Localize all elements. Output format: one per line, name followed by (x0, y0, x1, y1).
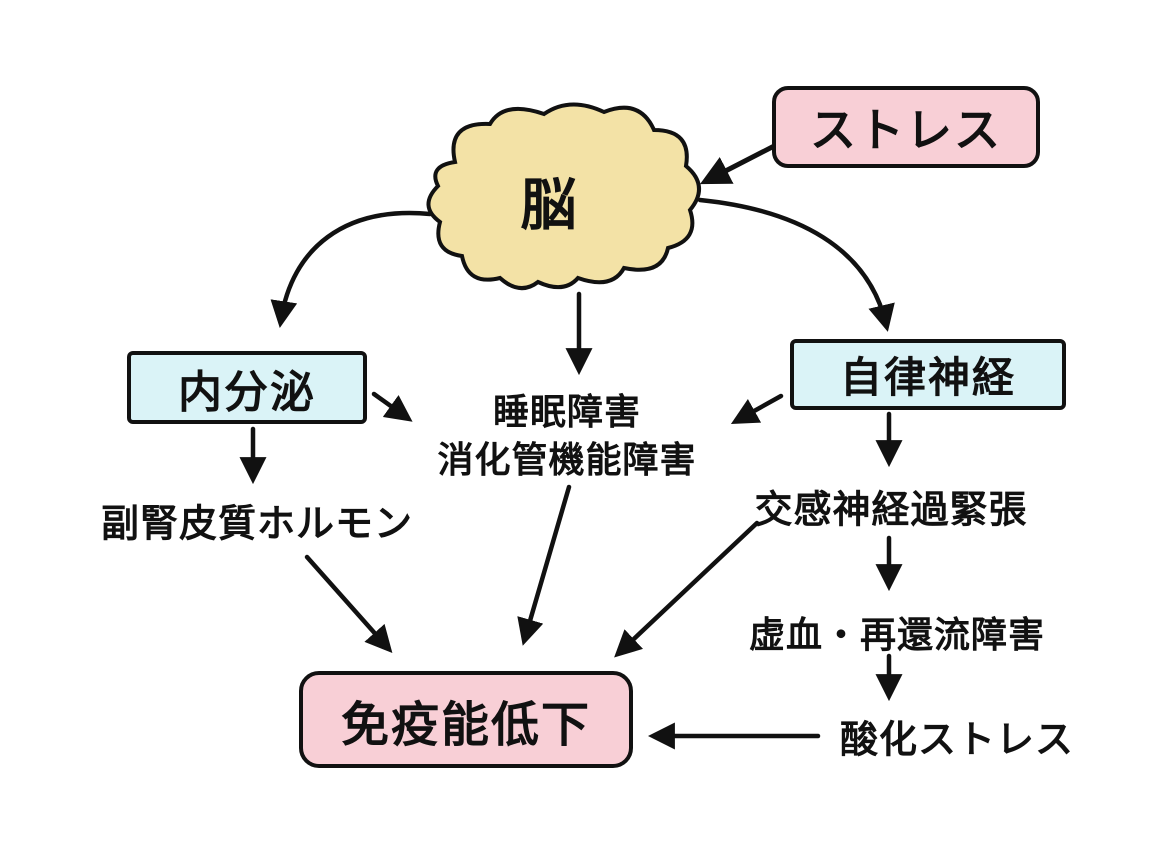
immune-decline-label: 免疫能低下 (340, 696, 591, 753)
brain-label: 脳 (520, 173, 578, 239)
arrow-sleep-disorder-to-immune (517, 484, 572, 646)
endocrine-box: 内分泌 (127, 351, 367, 424)
arrow-endocrine-to-sleep-disorder (371, 391, 413, 422)
arrow-autonomic-to-sleep-disorder (730, 393, 784, 424)
sleep-disorder-label-line1: 睡眠障害 (492, 392, 642, 433)
endocrine-label: 内分泌 (178, 366, 316, 418)
arrow-brain-to-endocrine (270, 210, 433, 329)
arrow-sympathetic-to-immune (614, 520, 760, 658)
immune-decline-box: 免疫能低下 (299, 671, 633, 768)
arrow-adrenal-to-immune (304, 554, 393, 654)
stress-box: ストレス (772, 86, 1040, 168)
arrow-brain-to-autonomic (697, 197, 895, 332)
sleep-disorder-label-line2: 消化管機能障害 (437, 440, 697, 481)
sympathetic-tension-label: 交感神経過緊張 (754, 487, 1028, 532)
oxidative-stress-label: 酸化ストレス (839, 717, 1075, 762)
adrenal-hormone-label: 副腎皮質ホルモン (100, 501, 414, 546)
autonomic-nerve-box: 自律神経 (790, 339, 1066, 410)
arrow-stress-to-brain (699, 140, 783, 185)
stress-label: ストレス (810, 103, 1002, 157)
autonomic-nerve-label: 自律神経 (839, 353, 1016, 402)
ischemia-reperfusion-label: 虚血・再還流障害 (748, 615, 1046, 656)
